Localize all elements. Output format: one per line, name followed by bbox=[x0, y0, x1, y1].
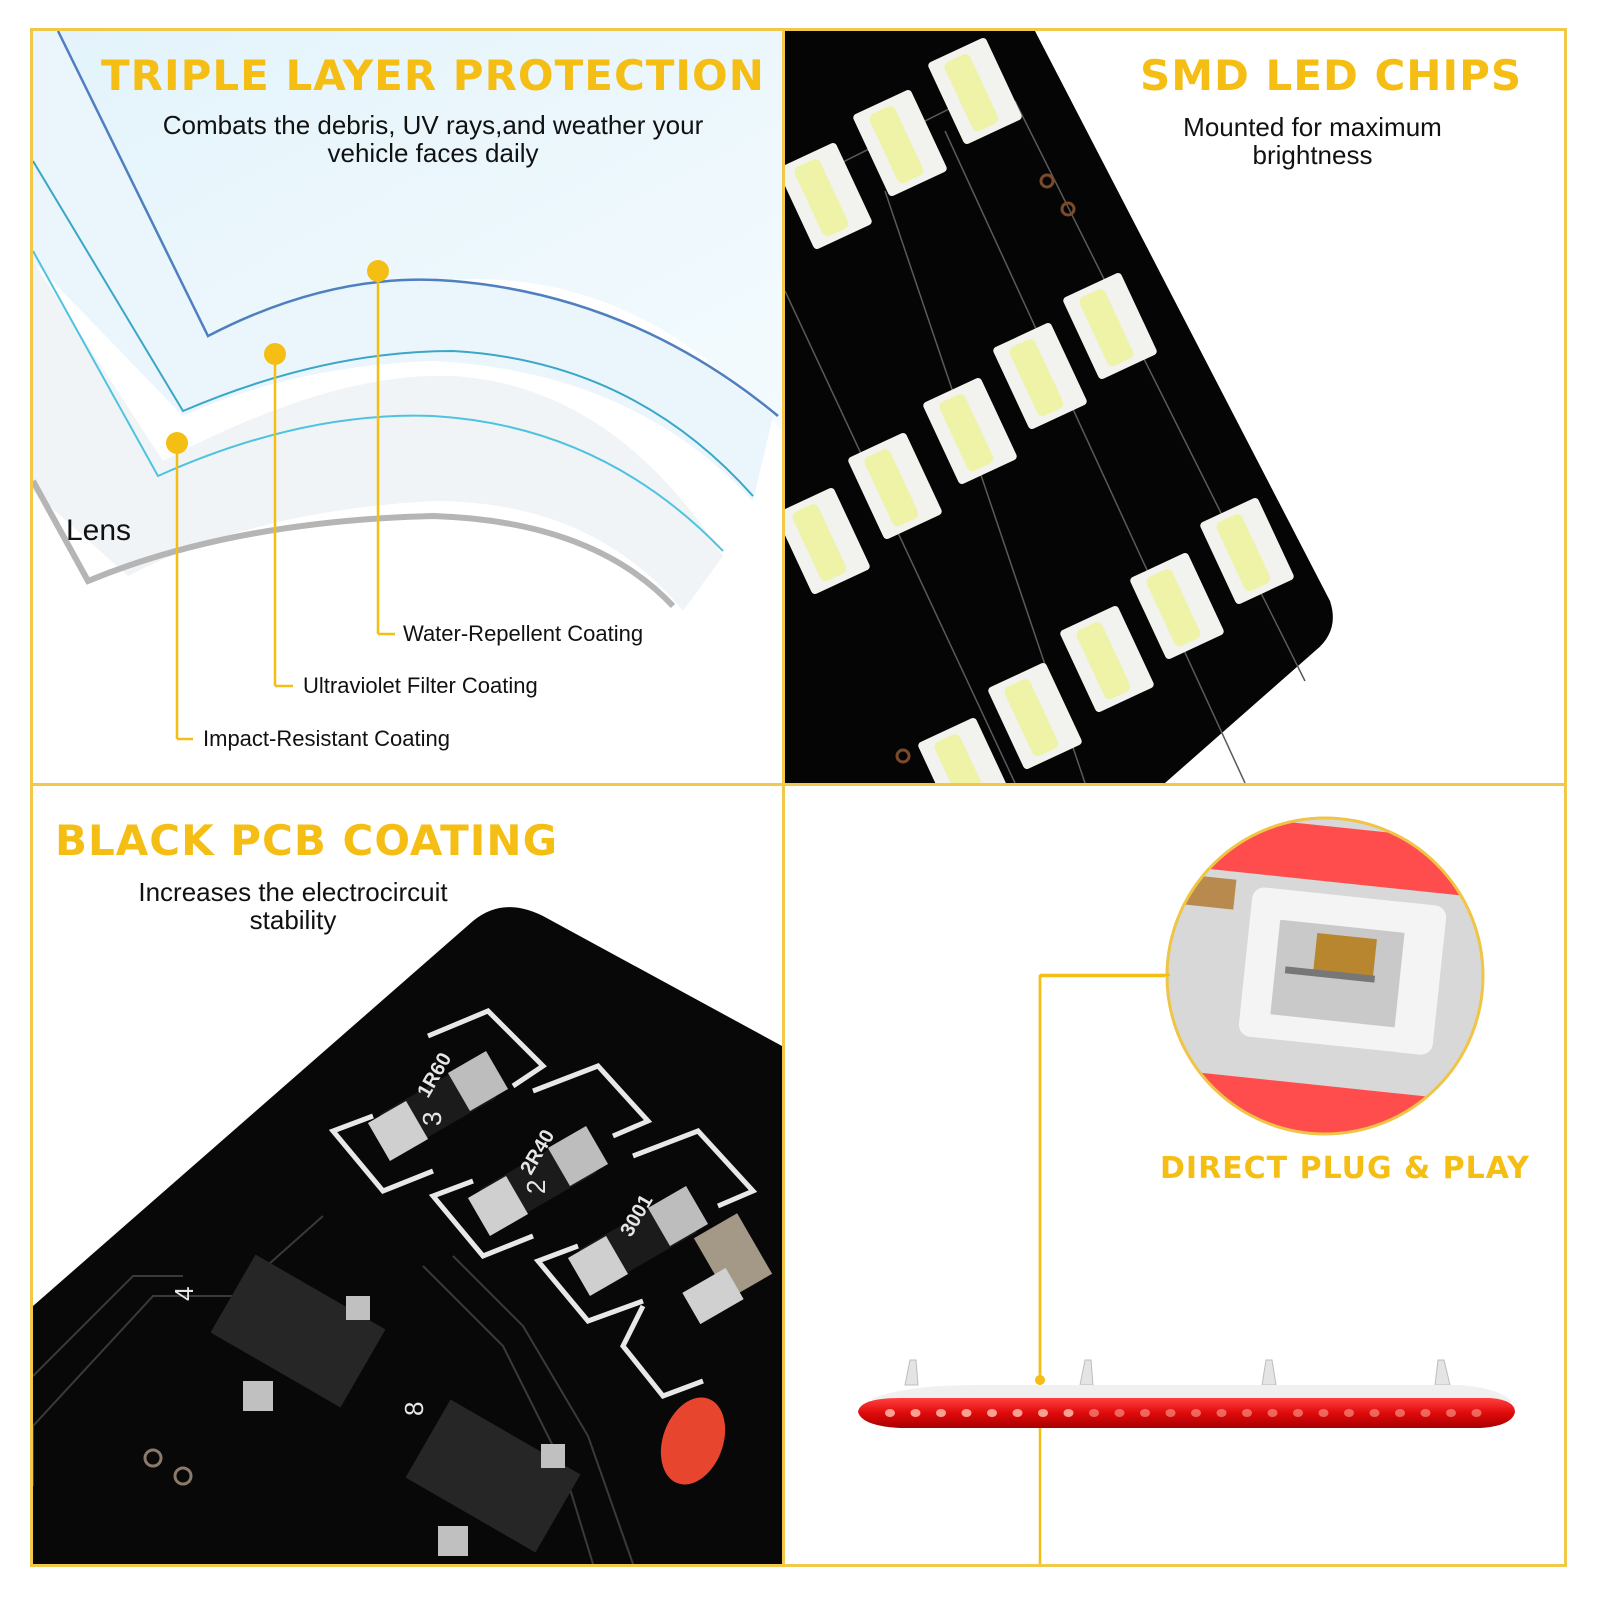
panel-title: TRIPLE LAYER PROTECTION bbox=[101, 51, 765, 100]
panel-triple-layer-protection: TRIPLE LAYER PROTECTION Combats the debr… bbox=[33, 31, 782, 783]
pcb-closeup-photo: 1R60 2R40 3001 3 2 4 8 bbox=[33, 907, 782, 1564]
led-chip bbox=[785, 143, 872, 249]
panel-black-pcb-coating: 1R60 2R40 3001 3 2 4 8 BLACK PCB COATING… bbox=[33, 786, 782, 1564]
resistor-1r60 bbox=[367, 1050, 509, 1162]
led-chip bbox=[1200, 498, 1294, 604]
silkscreen-mark: 2 bbox=[521, 1180, 551, 1194]
transistor bbox=[405, 1399, 581, 1556]
led-chip bbox=[1063, 273, 1157, 379]
panel-subtitle: Mounted for maximum brightness bbox=[1183, 112, 1442, 170]
brake-light-photo bbox=[1038, 816, 1485, 1564]
silkscreen-mark: 4 bbox=[169, 1287, 199, 1301]
middle-layer-fill bbox=[33, 31, 773, 501]
pcb-board bbox=[33, 907, 782, 1564]
led-chip bbox=[923, 378, 1017, 484]
led-chip bbox=[853, 90, 947, 196]
impact-resistant-dot bbox=[166, 432, 188, 454]
callout-water-repellent: Water-Repellent Coating bbox=[403, 621, 644, 646]
led-chip bbox=[1060, 606, 1154, 712]
panel-title: BLACK PCB COATING bbox=[55, 816, 559, 865]
panel-direct-plug-play: DIRECT PLUG & PLAY bbox=[785, 786, 1564, 1564]
resistor-2r40 bbox=[467, 1125, 609, 1237]
via-hole bbox=[895, 748, 911, 764]
outer-frame bbox=[30, 28, 1567, 1567]
lens-outline bbox=[33, 479, 676, 609]
horizontal-divider bbox=[30, 783, 1567, 786]
panel-subtitle: Increases the electrocircuit stability bbox=[138, 877, 448, 935]
led-board-photo bbox=[785, 31, 1333, 783]
via-hole bbox=[143, 1448, 163, 1468]
connector-terminal bbox=[1284, 966, 1376, 983]
led-chip bbox=[848, 433, 942, 539]
silkscreen-outlines bbox=[328, 1008, 758, 1399]
led-chip bbox=[1130, 553, 1224, 659]
silkscreen-mark: 8 bbox=[399, 1402, 429, 1416]
via-hole bbox=[173, 1466, 193, 1486]
water-repellent-layer-line bbox=[56, 31, 779, 417]
led-chip bbox=[988, 663, 1082, 769]
led-chips bbox=[785, 38, 1294, 783]
coating-layers-illustration bbox=[33, 31, 782, 741]
led-chip bbox=[918, 718, 1012, 783]
red-wire bbox=[660, 1397, 726, 1485]
panel-smd-led-chips: SMD LED CHIPS Mounted for maximum bright… bbox=[785, 31, 1564, 783]
via-hole bbox=[1060, 201, 1076, 217]
lens-label: Lens bbox=[66, 514, 132, 547]
callout-ultraviolet-filter: Ultraviolet Filter Coating bbox=[303, 673, 538, 698]
vertical-divider bbox=[782, 28, 785, 1567]
uv-filter-layer-line bbox=[33, 160, 754, 497]
panel-title: SMD LED CHIPS bbox=[1140, 51, 1523, 100]
impact-resistant-layer-line bbox=[33, 250, 724, 552]
water-repellent-dot bbox=[367, 260, 389, 282]
led-chip bbox=[993, 323, 1087, 429]
led-chip bbox=[928, 38, 1022, 144]
callout-impact-resistant: Impact-Resistant Coating bbox=[203, 726, 450, 751]
led-chip bbox=[785, 488, 870, 594]
uv-filter-dot bbox=[264, 343, 286, 365]
outer-layer-fill bbox=[33, 31, 782, 431]
silkscreen-mark: 3 bbox=[417, 1112, 447, 1126]
panel-title: DIRECT PLUG & PLAY bbox=[1160, 1151, 1530, 1186]
resistor-3001 bbox=[567, 1185, 709, 1297]
via-hole bbox=[1039, 173, 1055, 189]
transistor bbox=[210, 1254, 386, 1411]
panel-subtitle: Combats the debris, UV rays,and weather … bbox=[162, 110, 704, 168]
connector-pin bbox=[1313, 932, 1377, 980]
capacitor bbox=[682, 1213, 773, 1325]
